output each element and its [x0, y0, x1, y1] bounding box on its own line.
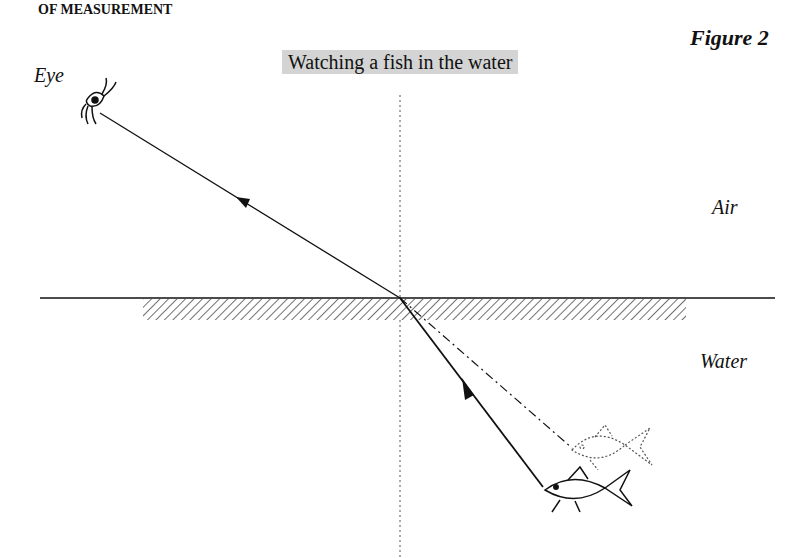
medium-label: Water — [700, 350, 747, 372]
eye-label: Eye — [34, 64, 64, 86]
light-ray-air — [100, 113, 400, 298]
page-header: OF MEASUREMENT — [38, 2, 172, 17]
eye-sketch — [82, 78, 117, 124]
medium-label: Air — [712, 196, 738, 218]
apparent-ray — [400, 298, 572, 448]
apparent-fish — [572, 425, 652, 470]
real-fish — [545, 467, 632, 512]
diagram-title: Watching a fish in the water — [282, 50, 518, 74]
figure-number: Figure 2 — [690, 26, 769, 50]
light-ray-water — [400, 298, 543, 487]
arrowhead — [462, 378, 474, 400]
normal-line — [400, 95, 401, 558]
water-surface — [40, 297, 775, 299]
arrowhead — [236, 197, 250, 208]
